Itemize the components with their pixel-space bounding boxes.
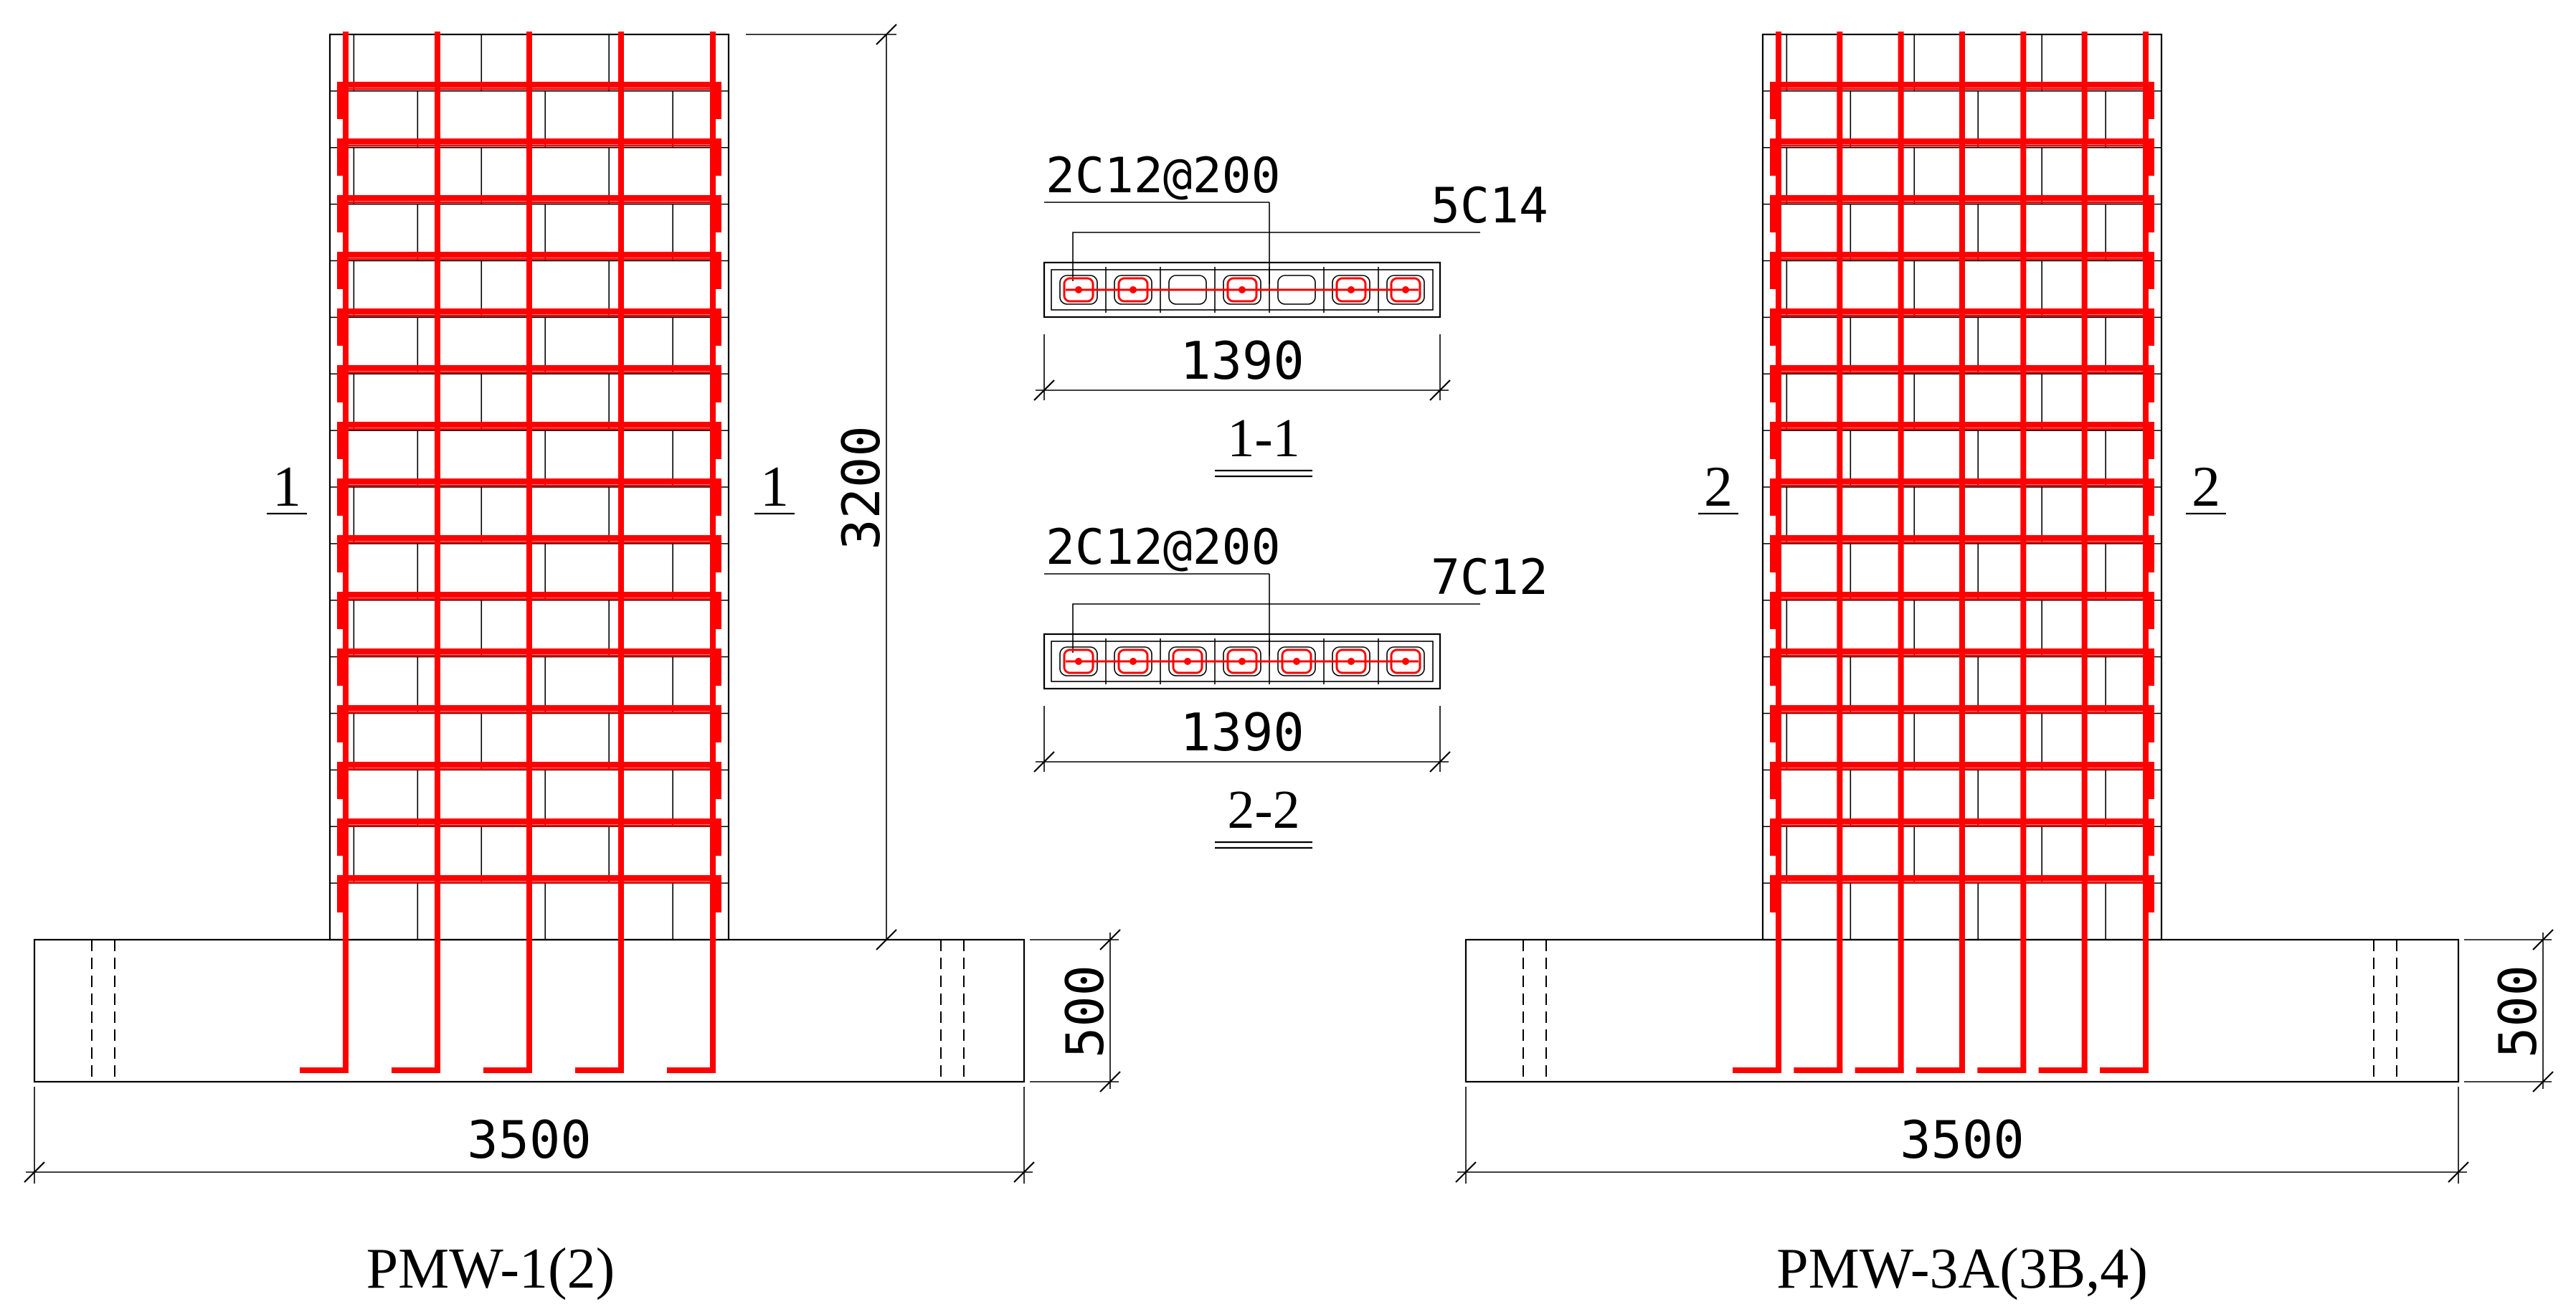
section-body (1043, 633, 1441, 690)
section-cut-mark: 2 (2192, 456, 2220, 519)
wall-height-dimension: 3200 (831, 425, 891, 549)
section-vertical-rebar (1402, 286, 1409, 293)
leader-line (1072, 603, 1427, 653)
section-inner-outline (1051, 269, 1434, 311)
dimension-tick (2532, 1071, 2554, 1092)
base-height-dimension: 500 (1055, 965, 1115, 1058)
section-vertical-rebar-tie (1390, 277, 1421, 303)
section-cut-mark: 1 (760, 456, 789, 519)
section-vertical-rebar (1075, 658, 1082, 665)
wall-elevation-pmw-1: 3200 500 3500 1 1 PMW-1(2) (24, 24, 1121, 1301)
section-vertical-rebar-tie (1226, 648, 1258, 674)
section-1-1: 2C12@200 5C14 1390 1-1 (1033, 148, 1548, 478)
section-vertical-rebar-tie (1117, 277, 1149, 303)
width-dimension: 3500 (1900, 1110, 2024, 1170)
section-outline (1043, 261, 1441, 318)
wall-label: PMW-3A(3B,4) (1776, 1237, 2148, 1301)
section-cut-mark: 1 (273, 456, 301, 519)
section-width-dimension: 1390 (1180, 331, 1304, 391)
base-height-dimension: 500 (2488, 965, 2548, 1058)
section-vertical-rebar (1348, 286, 1355, 293)
section-vertical-rebar-tie (1281, 648, 1312, 674)
section-width-dimension: 1390 (1180, 702, 1304, 763)
section-vertical-rebar-tie (1063, 277, 1094, 303)
dimension-tick (1455, 1161, 1477, 1183)
wall-elevation-pmw-3a: 500 3500 2 2 PMW-3A(3B,4) (1455, 32, 2554, 1301)
section-vertical-rebar (1239, 658, 1246, 665)
dimension-tick (1099, 929, 1121, 950)
section-vertical-rebar (1184, 658, 1191, 665)
section-vertical-rebar (1130, 658, 1137, 665)
section-vertical-rebar (1130, 286, 1137, 293)
section-vertical-rebar (1348, 658, 1355, 665)
dimension-tick (876, 24, 897, 45)
section-body (1043, 261, 1441, 318)
section-vertical-rebar-tie (1063, 648, 1094, 674)
section-vertical-rebar (1402, 658, 1409, 665)
dimension-tick (1033, 751, 1055, 773)
dimension-tick (2532, 929, 2554, 950)
dimension-tick (1013, 1161, 1035, 1183)
section-title: 1-1 (1227, 408, 1299, 468)
dimension-tick (1099, 1071, 1121, 1092)
dimension-tick (2448, 1161, 2469, 1183)
bar-label: 5C14 (1431, 178, 1548, 235)
dimension-tick (1033, 379, 1055, 401)
section-vertical-rebar-tie (1117, 648, 1149, 674)
section-vertical-rebar-tie (1390, 648, 1421, 674)
section-vertical-rebar (1239, 286, 1246, 293)
section-vertical-rebar-tie (1172, 648, 1203, 674)
section-vertical-rebar-tie (1226, 277, 1258, 303)
bar-label: 7C12 (1431, 549, 1548, 606)
section-vertical-rebar (1075, 286, 1082, 293)
section-cut-mark: 2 (1704, 456, 1733, 519)
dimension-tick (1429, 751, 1451, 773)
wall-label: PMW-1(2) (366, 1237, 615, 1301)
stirrup-label: 2C12@200 (1046, 148, 1281, 204)
width-dimension: 3500 (467, 1110, 591, 1170)
section-inner-outline (1051, 641, 1434, 682)
dimension-tick (1429, 379, 1451, 401)
section-vertical-rebar-tie (1335, 277, 1367, 303)
dimension-tick (24, 1161, 45, 1183)
leader-line (1072, 232, 1427, 281)
section-2-2: 2C12@200 7C12 1390 2-2 (1033, 519, 1548, 849)
dimension-tick (876, 929, 897, 950)
section-vertical-rebar-tie (1335, 648, 1367, 674)
section-title: 2-2 (1227, 780, 1299, 840)
rebar-cage (1733, 32, 2154, 1073)
section-vertical-rebar (1293, 658, 1300, 665)
stirrup-label: 2C12@200 (1046, 519, 1281, 576)
section-outline (1043, 633, 1441, 690)
rebar-cage (300, 32, 721, 1073)
